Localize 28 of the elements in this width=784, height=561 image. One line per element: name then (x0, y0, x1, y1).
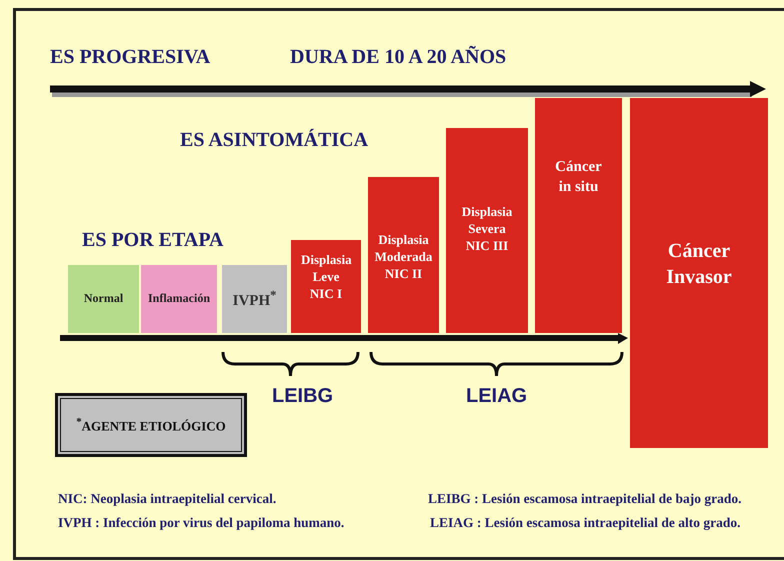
footnote: LEIBG : Lesión escamosa intraepitelial de bajo grado. (428, 491, 742, 507)
heading: DURA DE 10 A 20 AÑOS (290, 46, 506, 69)
stage-bar (368, 177, 439, 333)
stage-bar (222, 265, 287, 333)
stage-bar (630, 98, 768, 448)
stage-label: IVPH$^{*}$ (232, 286, 278, 311)
stage-label: Cáncer Invasor (665, 239, 733, 290)
bracket-label: LEIAG (466, 385, 528, 408)
stage-label: $^{*}$AGENTE ETIOLÓGICO (75, 414, 227, 436)
note-box (57, 395, 245, 455)
stage-label: Displasia Leve NIC I (301, 252, 351, 303)
bracket-label: LEIBG (272, 385, 334, 408)
stage-label: Displasia Severa NIC III (460, 204, 514, 255)
stage-bar (291, 240, 361, 333)
stage-bar (446, 128, 528, 333)
footnote: LEIAG : Lesión escamosa intraepitelial de alto grado. (430, 515, 740, 531)
heading: ES PROGRESIVA (50, 46, 210, 69)
stage-bar (535, 98, 622, 333)
stage-label: Cáncer in situ (554, 158, 603, 196)
stage-bar (141, 265, 217, 333)
stage-label: Inflamación (146, 291, 211, 307)
stage-label: Normal (82, 291, 124, 307)
stage-label: Displasia Moderada NIC II (374, 232, 434, 283)
heading: ES POR ETAPA (82, 229, 224, 252)
footnote: NIC: Neoplasia intraepitelial cervical. (58, 491, 276, 507)
stage-bar (68, 265, 139, 333)
footnote: IVPH : Infección por virus del papiloma humano. (58, 515, 344, 531)
heading: ES ASINTOMÁTICA (180, 129, 368, 152)
